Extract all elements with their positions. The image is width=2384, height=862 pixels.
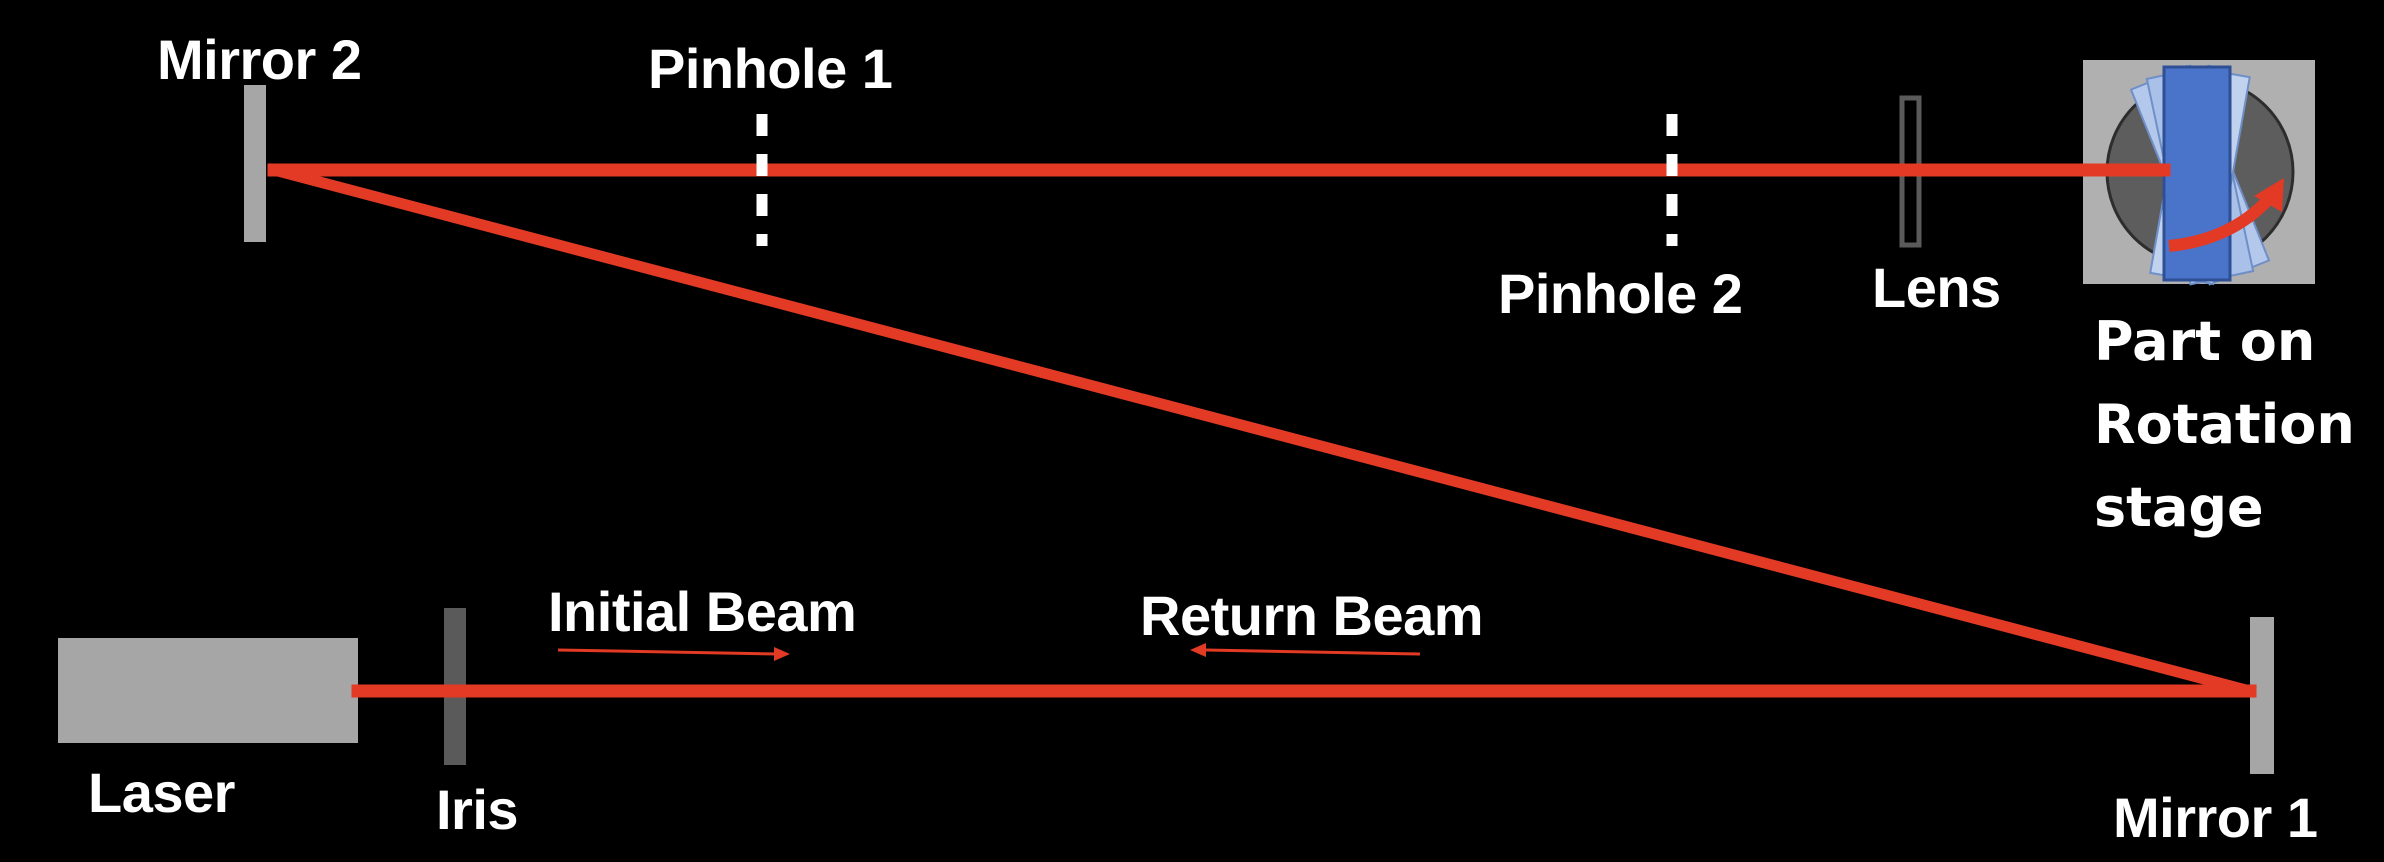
laser-label: Laser <box>88 761 235 824</box>
rotation-arrow-icon <box>2168 195 2273 252</box>
initial-beam-label: Initial Beam <box>548 580 857 643</box>
pinhole2-label: Pinhole 2 <box>1498 262 1743 325</box>
beam-mirror1-to-mirror2 <box>267 163 2257 698</box>
lens-label: Lens <box>1872 256 2001 319</box>
return-beam-arrow-line <box>1205 648 1421 656</box>
part-on-rotation-stage-label: Part on Rotation stage <box>2094 300 2355 549</box>
part-label-line-1: Part on <box>2094 310 2316 373</box>
initial-beam-arrow-line <box>557 648 779 656</box>
mirror-2 <box>244 85 266 242</box>
return-beam-arrowhead-icon <box>1190 643 1206 657</box>
mirror2-label: Mirror 2 <box>157 28 362 91</box>
rotation-arrowhead-icon <box>2254 178 2284 212</box>
iris-label: Iris <box>436 778 519 841</box>
return-beam-label: Return Beam <box>1140 584 1484 647</box>
part-label-line-3: stage <box>2094 476 2264 539</box>
pinhole1-label: Pinhole 1 <box>648 37 893 100</box>
laser-body <box>58 638 358 743</box>
mirror1-label: Mirror 1 <box>2113 786 2318 849</box>
part-label-line-2: Rotation <box>2094 393 2355 456</box>
beam-path <box>267 163 2257 698</box>
initial-beam-arrowhead-icon <box>774 647 790 661</box>
